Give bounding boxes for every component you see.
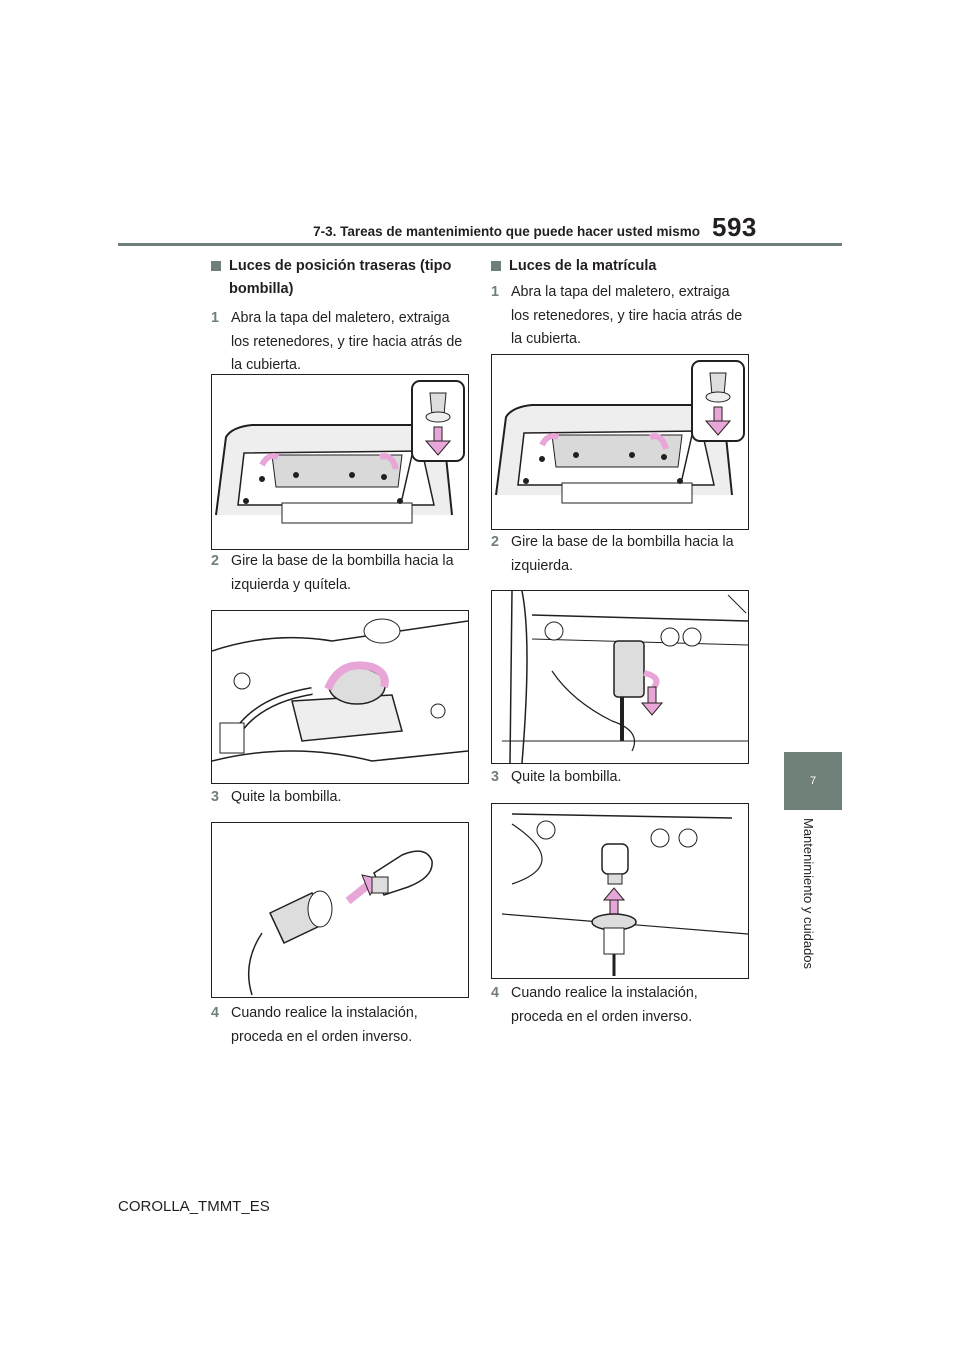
- page-number: 593: [712, 212, 757, 242]
- left-step-1: 1 Abra la tapa del maletero, extraiga lo…: [211, 310, 463, 373]
- bulb-socket-illustration: [212, 618, 468, 762]
- chapter-title: Mantenimiento y cuidados: [801, 818, 816, 970]
- heading-bullet-icon: [491, 261, 501, 271]
- right-step-2-block: 2 Gire la base de la bombilla hacia la i…: [491, 531, 751, 578]
- trunk-lid-illustration: [495, 360, 745, 504]
- left-section-heading: Luces de posición traseras (tipo bombill…: [211, 255, 471, 301]
- document-code: COROLLA_TMMT_ES: [118, 1198, 270, 1215]
- right-step-2: 2 Gire la base de la bombilla hacia la i…: [491, 534, 734, 574]
- figure-bulb-base-rotate-left: [211, 610, 469, 784]
- right-section-heading-block: Luces de la matrícula 1 Abra la tapa del…: [491, 255, 751, 352]
- trunk-lid-illustration: [215, 380, 465, 524]
- bulb-removal-illustration: [247, 850, 433, 996]
- header-divider: [118, 243, 842, 246]
- right-step-3-block: 3 Quite la bombilla.: [491, 766, 751, 790]
- left-step-3-block: 3 Quite la bombilla.: [211, 786, 471, 810]
- figure-trunk-retainers-right: [491, 354, 749, 530]
- left-step-2-block: 2 Gire la base de la bombilla hacia la i…: [211, 550, 471, 597]
- figure-trunk-retainers-left: [211, 374, 469, 550]
- chapter-number: 7: [809, 775, 817, 787]
- heading-bullet-icon: [211, 261, 221, 271]
- left-section-heading-block: Luces de posición traseras (tipo bombill…: [211, 255, 471, 378]
- section-title: 7-3. Tareas de mantenimiento que puede h…: [313, 224, 700, 239]
- license-bulb-removal-illustration: [501, 813, 748, 976]
- left-step-2: 2 Gire la base de la bombilla hacia la i…: [211, 553, 454, 593]
- right-section-heading: Luces de la matrícula: [491, 255, 751, 278]
- right-step-1: 1 Abra la tapa del maletero, extraiga lo…: [491, 284, 743, 347]
- license-socket-illustration: [502, 591, 748, 763]
- figure-remove-license-bulb: [491, 803, 749, 979]
- right-step-4: 4 Cuando realice la instalación, proceda…: [491, 985, 698, 1025]
- figure-remove-bulb-left: [211, 822, 469, 998]
- right-step-3: 3 Quite la bombilla.: [491, 769, 622, 785]
- figure-license-bulb-rotate: [491, 590, 749, 764]
- chapter-tab: 7: [784, 752, 842, 810]
- right-step-4-block: 4 Cuando realice la instalación, proceda…: [491, 982, 751, 1029]
- left-step-4: 4 Cuando realice la instalación, proceda…: [211, 1005, 418, 1045]
- left-step-4-block: 4 Cuando realice la instalación, proceda…: [211, 1002, 471, 1049]
- left-step-3: 3 Quite la bombilla.: [211, 789, 342, 805]
